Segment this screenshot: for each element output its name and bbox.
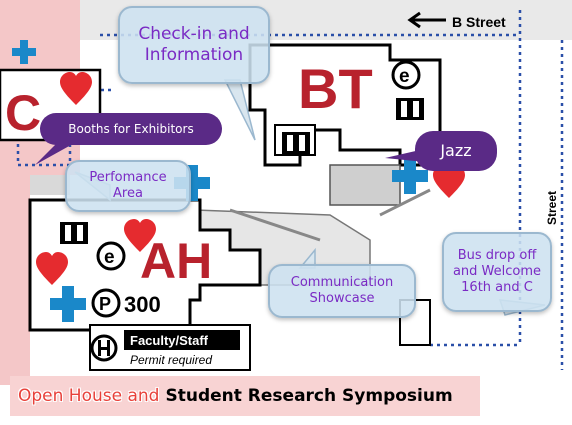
- restroom-icon: [396, 98, 424, 120]
- parking-icon: P: [91, 288, 121, 318]
- permit-required-text: Permit required: [130, 353, 212, 367]
- hospital-h-icon: [90, 334, 118, 362]
- svg-text:e: e: [399, 66, 410, 87]
- booths-pointer: [35, 140, 80, 165]
- accessible-cross-icon: [174, 165, 210, 201]
- accessible-cross-icon: [392, 158, 428, 194]
- center-structure-1: [329, 164, 401, 206]
- campus-zone-pink-lower: [0, 175, 30, 385]
- heart-icon: [124, 219, 156, 252]
- heart-icon: [60, 72, 92, 105]
- accessible-cross-icon: [12, 40, 36, 64]
- event-title-open-house: Open House and: [18, 386, 160, 406]
- building-c-label: C: [5, 85, 41, 141]
- accessible-cross-icon: [50, 286, 86, 322]
- callout-jazz: Jazz: [415, 131, 497, 171]
- walkway-diagonal: [229, 208, 321, 242]
- restroom-icon: [282, 132, 310, 154]
- heart-icon: [36, 252, 68, 285]
- restroom-icon: [60, 222, 88, 244]
- callout-booths: Booths for Exhibitors: [40, 113, 222, 145]
- street-arrow-icon: [407, 11, 446, 29]
- parking-lot-number: 300: [124, 292, 161, 317]
- callout-communication: Communication Showcase: [268, 264, 416, 318]
- street-label-right: Street: [545, 191, 559, 225]
- event-title-symposium: Student Research Symposium: [165, 386, 453, 406]
- event-title-banner: Open House and Student Research Symposiu…: [10, 376, 480, 416]
- faculty-staff-text: Faculty/Staff: [130, 333, 209, 348]
- faculty-staff-sign: [124, 330, 240, 350]
- street-label: B Street: [452, 14, 506, 30]
- building-ah-label: AH: [140, 233, 212, 289]
- building-bt-label: BT: [298, 57, 373, 120]
- callout-performance: Perfomance Area: [65, 160, 191, 212]
- callout-checkin: Check-in and Information: [118, 6, 270, 84]
- callout-bus: Bus drop off and Welcome 16th and C: [442, 232, 552, 312]
- walkway-diagonal-2: [379, 188, 431, 217]
- road-left: [30, 175, 70, 195]
- svg-text:e: e: [104, 247, 115, 268]
- e-marker-icon: e: [96, 241, 126, 271]
- e-marker-icon: e: [391, 60, 421, 90]
- svg-text:P: P: [99, 294, 111, 314]
- heart-icon: [433, 165, 465, 198]
